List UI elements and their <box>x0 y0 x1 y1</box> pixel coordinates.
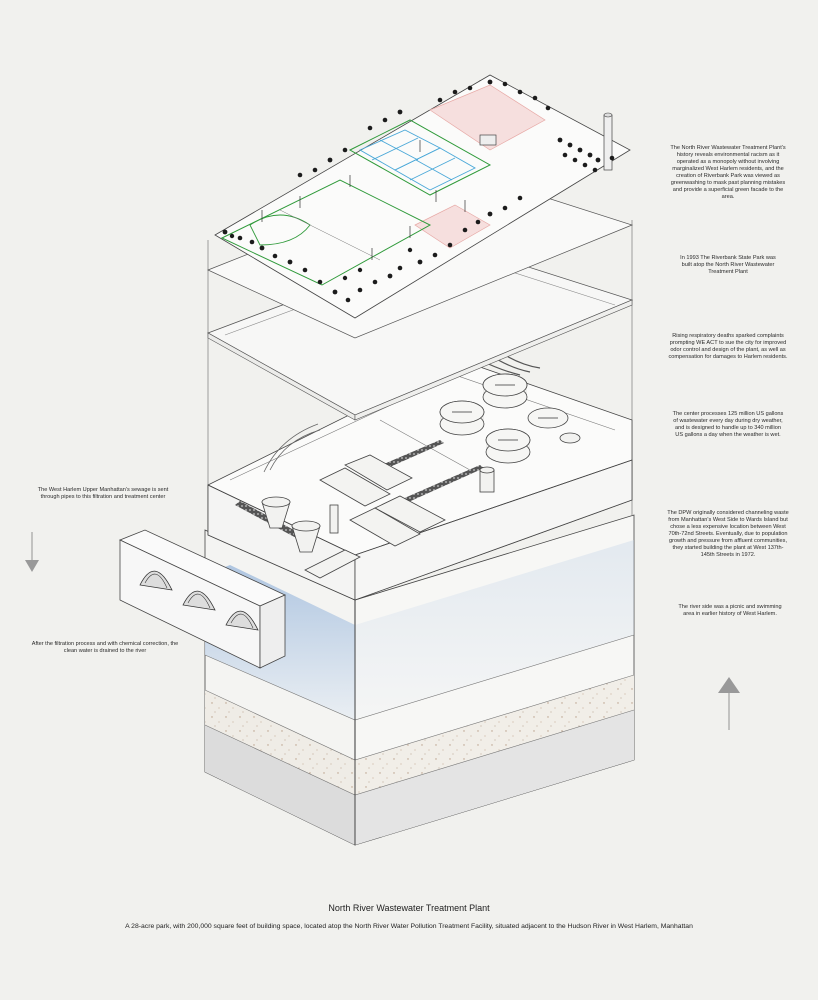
treatment-plant-level <box>207 351 633 601</box>
down-arrow-icon <box>25 532 39 572</box>
water-out-note: After the filtration process and with ch… <box>31 641 179 654</box>
up-arrow-icon <box>718 677 740 730</box>
capacity-note: The center processes 125 million US gall… <box>672 411 784 438</box>
page-subtitle: A 28-acre park, with 200,000 square feet… <box>125 923 693 930</box>
respiratory-note: Rising respiratory deaths sparked compla… <box>668 333 788 360</box>
history-note: The North River Wastewater Treatment Pla… <box>670 145 786 200</box>
outfall-culvert <box>118 529 286 669</box>
river-side-note: The river side was a picnic and swimming… <box>678 604 782 617</box>
page-title: North River Wastewater Treatment Plant <box>328 903 490 913</box>
riverbank-park <box>214 74 631 319</box>
park-built-note: In 1993 The Riverbank State Park was bui… <box>680 255 776 275</box>
sewage-in-note: The West Harlem Upper Manhattan's sewage… <box>37 487 169 500</box>
bedrock-layer <box>205 725 355 845</box>
dpw-note: The DPW originally considered channeling… <box>667 510 789 558</box>
